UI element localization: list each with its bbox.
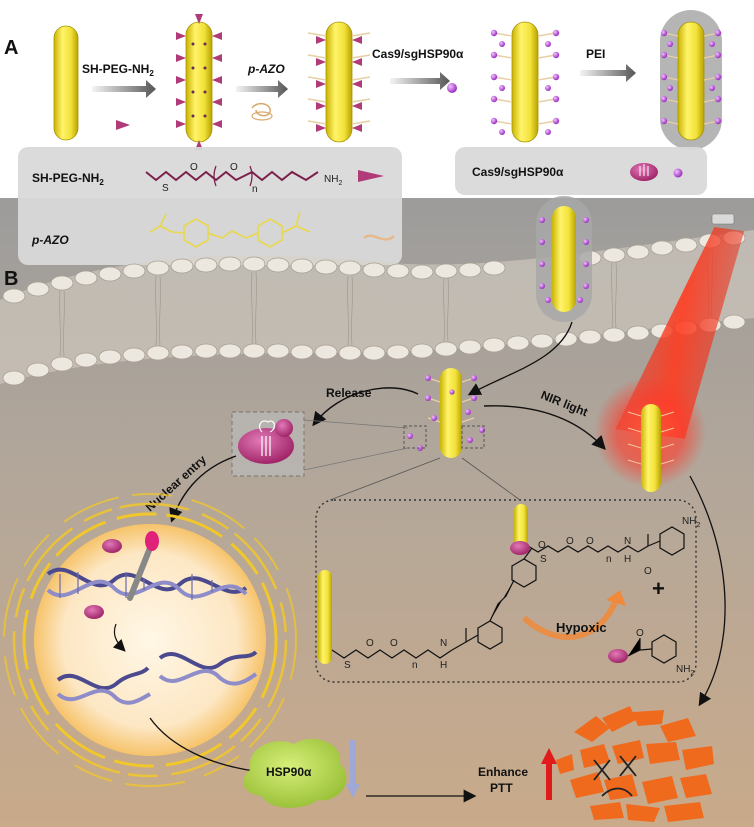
up-indicator [546, 760, 552, 800]
left-s: S [344, 660, 351, 671]
step2-label: p-AZO [247, 62, 285, 76]
azo-symbol [363, 234, 395, 241]
photothermal-arrow [689, 475, 726, 707]
nanoparticle-entering [536, 196, 592, 322]
panel-a-letter: A [4, 37, 18, 59]
peg-n-index: n [252, 184, 258, 195]
to-hsp-arrow [149, 717, 265, 778]
ptt-label: PTT [490, 781, 513, 795]
peg-o2-atom: O [230, 162, 238, 173]
step4-label: PEI [586, 47, 605, 61]
entry-arrow [467, 321, 573, 396]
left-n-index: n [412, 660, 418, 671]
peg-symbol [358, 170, 384, 182]
sgrna-icon [639, 164, 649, 176]
legend-peg-label: SH-PEG-NH2 [32, 171, 104, 187]
legend-box-cas9: Cas9/sgHSP90α [455, 147, 707, 195]
death-mark [593, 755, 637, 797]
peg-o1-atom: O [190, 162, 198, 173]
bottom-nh2: NH2 [676, 664, 694, 677]
cas9-sphere-icon [673, 168, 683, 178]
left-h: H [440, 660, 447, 671]
panel-b-letter: B [4, 268, 18, 290]
legend-box-chemicals: SH-PEG-NH2 S O O n NH2 p-AZO [18, 147, 402, 265]
dna-helix-intact [46, 567, 248, 600]
cas9-released-box [231, 411, 409, 477]
plus-sign: + [652, 576, 665, 601]
down-arrow-icon [346, 784, 360, 798]
down-indicator [350, 740, 356, 788]
top-n: N [624, 536, 631, 547]
hypoxic-label: Hypoxic [556, 620, 607, 635]
step2-arrow [236, 80, 288, 121]
peg-structure [145, 170, 319, 182]
top-s: S [540, 554, 547, 565]
left-o2: O [390, 638, 398, 649]
hypoxia-chemistry-box: S O O n H N O NH2 + S O O n N H O Hypoxi… [315, 457, 700, 683]
release-arrow [312, 387, 419, 427]
bottom-o: O [636, 628, 644, 639]
nir-arrow [483, 405, 606, 451]
gold-nanorod-bare [53, 25, 79, 141]
legend-cas9-label: Cas9/sgHSP90α [472, 165, 564, 179]
left-o-carbonyl: O [538, 540, 546, 551]
gold-nanorod-pei [660, 10, 722, 150]
cleave-arrow [112, 623, 126, 652]
gold-nanorod-cas9 [490, 21, 560, 143]
top-o-carbonyl: O [644, 566, 652, 577]
top-n-index: n [606, 554, 612, 565]
dna-helix-cleaved [56, 650, 258, 705]
release-label: Release [326, 386, 372, 400]
gold-nanorod-azo [307, 21, 371, 143]
peg-s-atom: S [162, 183, 169, 194]
top-nh2: NH2 [682, 516, 700, 529]
up-arrow-icon [541, 748, 557, 764]
step3-label: Cas9/sgHSP90α [372, 47, 464, 61]
hsp90-protein [243, 738, 347, 808]
step1-arrow [92, 80, 156, 130]
peg-nh2: NH2 [324, 174, 342, 187]
gold-nanorod-peg [176, 14, 222, 150]
legend-azo-label: p-AZO [31, 233, 69, 247]
azo-structure [149, 211, 311, 248]
nuclear-entry-arrow [169, 455, 237, 523]
tumor-cell-debris [556, 706, 714, 822]
top-o1: O [566, 536, 574, 547]
step1-label: SH-PEG-NH2 [82, 62, 154, 78]
nanorod-release [403, 368, 485, 458]
step3-arrow [390, 72, 457, 93]
hsp-label: HSP90α [266, 765, 312, 779]
nanorod-heated [627, 404, 675, 492]
cas9-on-dna [84, 531, 159, 619]
top-o2: O [586, 536, 594, 547]
enhance-label: Enhance [478, 765, 528, 779]
left-n: N [440, 638, 447, 649]
left-o1: O [366, 638, 374, 649]
step4-arrow [580, 64, 636, 82]
top-h: H [624, 554, 631, 565]
